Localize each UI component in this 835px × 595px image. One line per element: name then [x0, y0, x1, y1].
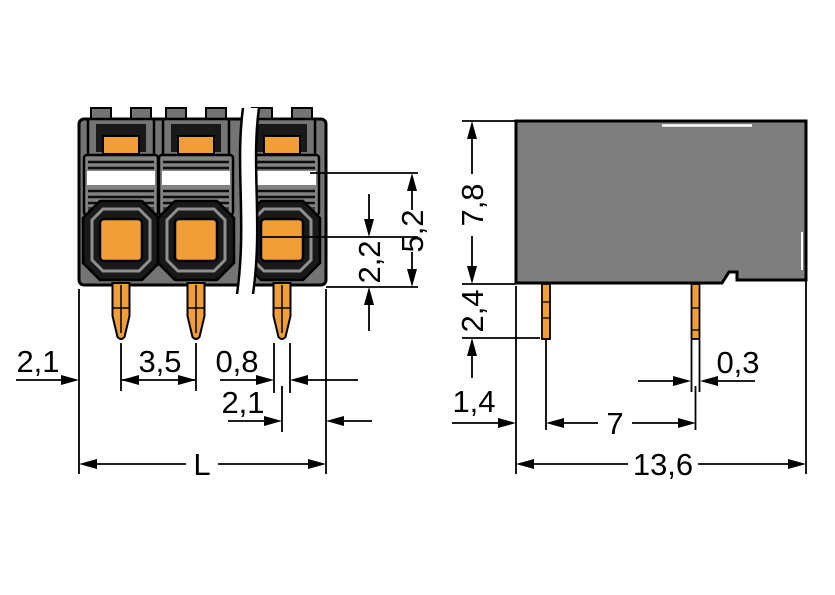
arrowhead	[498, 418, 516, 428]
arrowhead	[264, 416, 282, 426]
dim-front-pin-pitch: 3,5	[121, 344, 196, 385]
dim-side-left-margin: 1,4	[452, 384, 516, 428]
dim-label: 7	[606, 406, 623, 441]
dim-side-total-depth: 13,6	[516, 447, 806, 482]
arrowhead	[364, 287, 374, 305]
dim-label: 0,8	[215, 344, 258, 379]
dim-front-pin-width: 0,8	[215, 344, 358, 385]
arrowhead	[121, 375, 139, 385]
arrowhead	[61, 375, 79, 385]
dim-label: 1,4	[452, 384, 495, 419]
arrowhead	[79, 459, 97, 469]
dim-side-pin-thickness: 0,3	[638, 345, 760, 386]
side-housing	[514, 119, 808, 285]
pole-1	[81, 106, 161, 341]
dim-label: 2,2	[352, 240, 387, 283]
dim-label: 13,6	[633, 447, 693, 482]
dim-label: 0,3	[716, 345, 759, 380]
dim-side-pin-spacing: 7	[546, 406, 696, 441]
arrowhead	[407, 173, 417, 191]
side-extension-lines	[462, 120, 807, 474]
arrowhead	[407, 269, 417, 287]
dim-front-left-offset: 2,1	[16, 344, 79, 385]
arrowhead	[788, 459, 806, 469]
dim-front-clamp-height: 2,2	[352, 194, 387, 331]
arrowhead	[290, 375, 308, 385]
side-pin-1	[541, 283, 551, 340]
dim-side-pin-length: 2,4	[455, 289, 490, 378]
break-line-right	[251, 107, 261, 295]
dim-label: 3,5	[138, 344, 181, 379]
dim-front-right-offset: 2,1	[221, 385, 372, 426]
arrowhead	[467, 338, 477, 356]
dim-label: L	[193, 447, 210, 482]
front-view	[77, 106, 328, 341]
arrowhead	[678, 418, 696, 428]
front-extension-lines	[78, 172, 418, 474]
side-pin-2	[690, 283, 701, 340]
arrowhead	[467, 121, 477, 139]
arrowhead	[256, 375, 274, 385]
pole-2	[156, 106, 236, 341]
arrowhead	[516, 459, 534, 469]
dim-label: 2,1	[221, 385, 264, 420]
arrowhead	[673, 376, 691, 386]
dim-label: 7,8	[455, 183, 490, 226]
break-line-left	[235, 107, 245, 295]
dim-side-body-height: 7,8	[455, 121, 490, 284]
arrowhead	[326, 416, 344, 426]
dim-label: 5,2	[395, 209, 430, 252]
arrowhead	[546, 418, 564, 428]
break-band	[237, 108, 259, 294]
arrowhead	[178, 375, 196, 385]
arrowhead	[467, 266, 477, 284]
dim-front-opening-height: 5,2	[395, 173, 430, 287]
dim-label: 2,1	[16, 344, 59, 379]
arrowhead	[364, 219, 374, 237]
arrowhead	[700, 376, 718, 386]
dim-label: 2,4	[455, 289, 490, 332]
dim-front-total-width: L	[79, 447, 326, 482]
side-view	[514, 119, 808, 340]
arrowhead	[308, 459, 326, 469]
